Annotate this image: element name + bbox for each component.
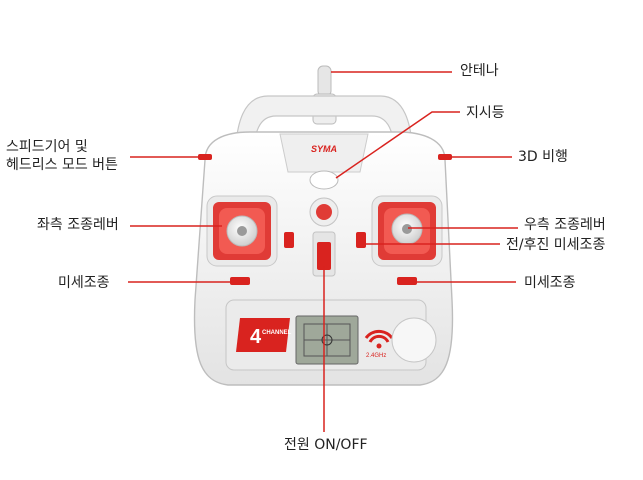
left-stick-label: 좌측 조종레버 [37,217,119,233]
right-stick-label: 우측 조종레버 [524,217,606,233]
battery-cover [391,317,437,363]
left-bottom-trim[interactable] [230,277,250,285]
wifi-icon [364,329,394,349]
right-bottom-trim[interactable] [397,277,417,285]
indicator-light [309,170,339,190]
brand-logo: SYMA [311,144,337,154]
right-trim-label: 미세조종 [524,275,576,291]
channel-badge: 4 CHANNEL [236,318,292,352]
svg-text:CHANNEL: CHANNEL [262,330,292,336]
speed-headless-button[interactable] [198,154,212,160]
freq-label: 2.4GHz [366,353,386,359]
callout-lines [128,71,518,432]
fwd-back-trim-label: 전/후진 미세조종 [506,237,606,253]
top-panel [279,133,369,173]
indicator-label: 지시등 [466,105,505,121]
flip-3d-label: 3D 비행 [518,149,568,165]
flip-3d-button[interactable] [438,154,452,160]
left-side-trim[interactable] [284,232,294,248]
power-label: 전원 ON/OFF [284,437,368,453]
power-switch[interactable] [317,242,331,270]
left-stick[interactable] [206,195,278,267]
right-side-trim[interactable] [356,232,366,248]
speed-headless-label: 스피드기어 및 헤드리스 모드 버튼 [6,139,118,173]
antenna-label: 안테나 [460,63,499,79]
right-stick[interactable] [371,195,443,267]
svg-text:4: 4 [250,326,262,348]
left-trim-label: 미세조종 [58,275,110,291]
